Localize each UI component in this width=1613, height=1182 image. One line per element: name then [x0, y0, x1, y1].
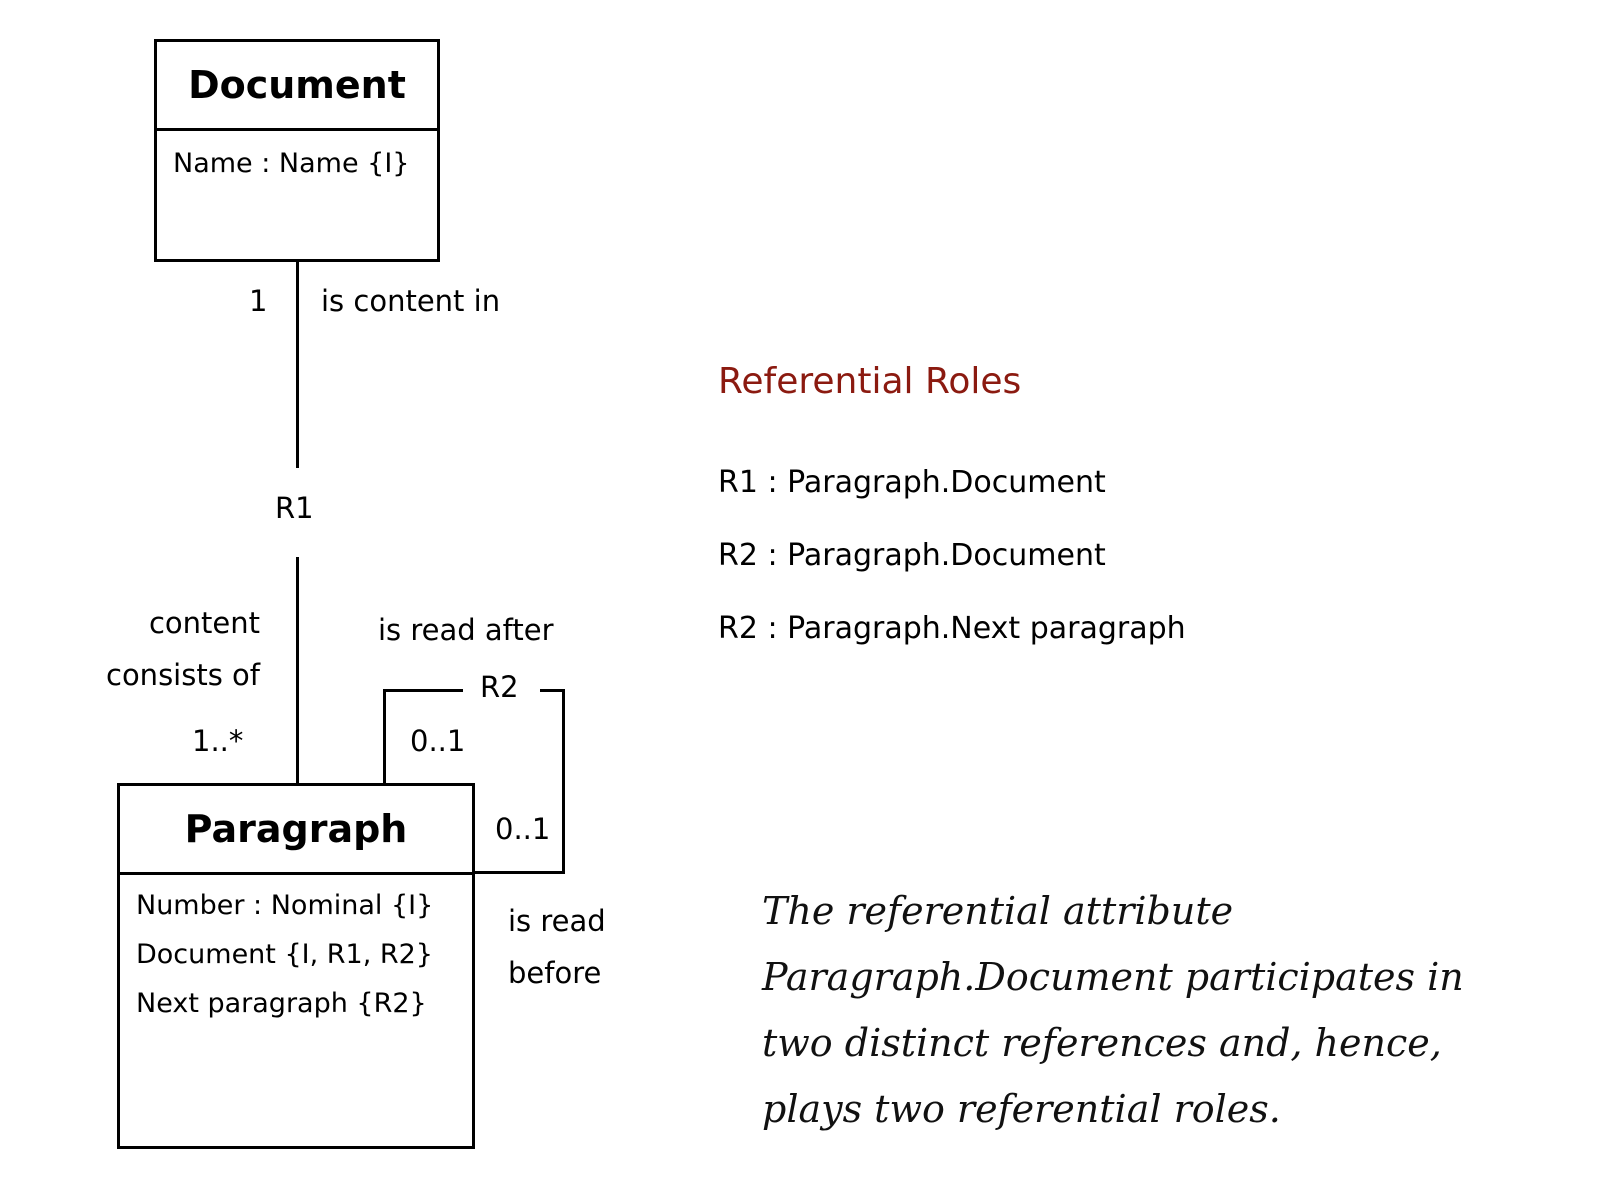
paragraph-class-name: Paragraph	[120, 786, 472, 875]
paragraph-class-box: Paragraph Number : Nominal {I} Document …	[117, 783, 475, 1149]
referential-role-item: R2 : Paragraph.Next paragraph	[718, 611, 1186, 646]
r2-before-multiplicity: 0..1	[495, 812, 551, 846]
handwritten-note: The referential attribute Paragraph.Docu…	[762, 878, 1582, 1142]
r1-label: R1	[275, 491, 314, 525]
r1-paragraph-phrase-line2: consists of	[106, 658, 260, 692]
r2-left-vertical-line	[383, 689, 386, 783]
r1-paragraph-phrase-line1: content	[148, 606, 260, 640]
note-line: The referential attribute	[762, 889, 1234, 933]
note-line: Paragraph.Document participates in	[762, 955, 1464, 999]
r1-upper-line	[296, 262, 299, 468]
r1-lower-line	[296, 557, 299, 783]
referential-role-item: R2 : Paragraph.Document	[718, 538, 1106, 573]
r2-top-left-line	[383, 689, 463, 692]
note-line: plays two referential roles.	[762, 1087, 1281, 1131]
paragraph-attribute-number: Number : Nominal {I}	[136, 890, 434, 921]
r1-document-phrase: is content in	[321, 284, 501, 318]
note-line: two distinct references and, hence,	[762, 1021, 1442, 1065]
r2-before-phrase-line2: before	[508, 956, 602, 990]
referential-roles-title: Referential Roles	[718, 361, 1022, 402]
r2-after-multiplicity: 0..1	[410, 724, 466, 758]
document-class-box: Document Name : Name {I}	[154, 39, 440, 262]
paragraph-attribute-document: Document {I, R1, R2}	[136, 939, 433, 970]
paragraph-attribute-next-paragraph: Next paragraph {R2}	[136, 988, 427, 1019]
r2-top-right-line	[540, 689, 565, 692]
referential-role-item: R1 : Paragraph.Document	[718, 465, 1106, 500]
document-attribute-name: Name : Name {I}	[173, 148, 410, 179]
r2-before-phrase-line1: is read	[508, 904, 606, 938]
r2-bottom-line	[475, 871, 565, 874]
r1-document-multiplicity: 1	[249, 284, 268, 318]
r2-right-vertical-line	[562, 689, 565, 874]
r2-label: R2	[480, 670, 519, 704]
document-class-name: Document	[157, 42, 437, 131]
r2-after-phrase: is read after	[378, 613, 554, 647]
r1-paragraph-multiplicity: 1..*	[192, 724, 244, 758]
